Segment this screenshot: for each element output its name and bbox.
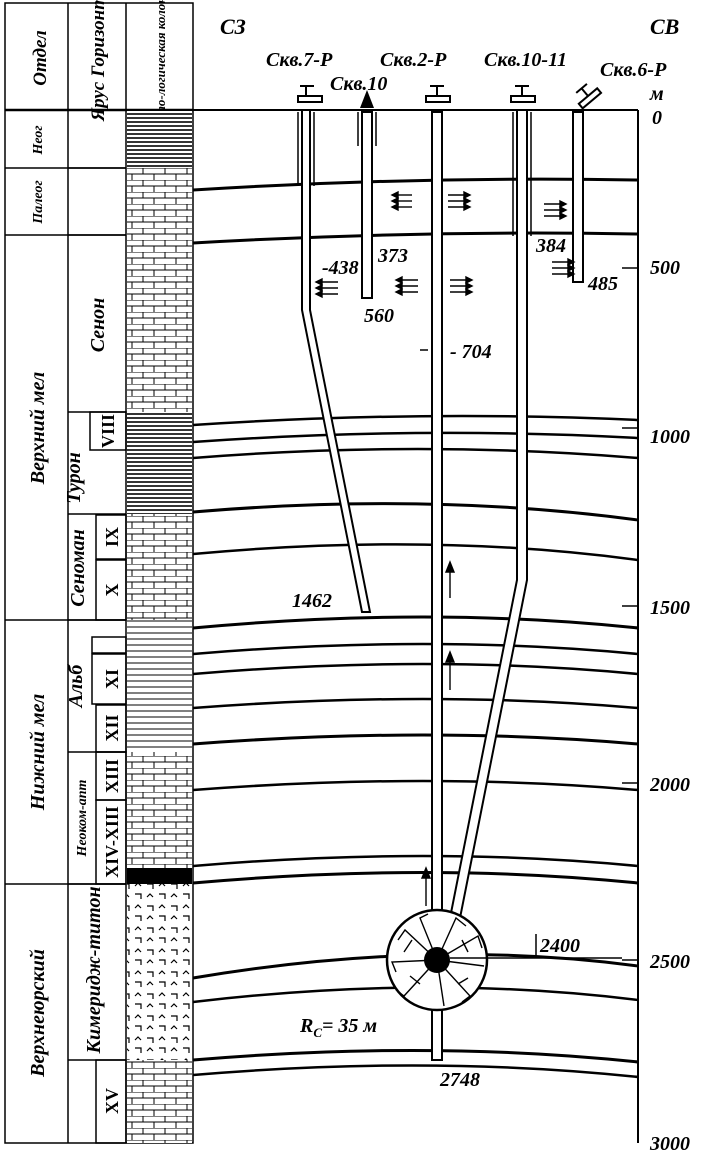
well-6p-name: Скв.6-Р: [600, 59, 667, 81]
well-10-11: [448, 85, 536, 919]
depth-tick-1500: 1500: [650, 597, 690, 619]
depth-tick-2500: 2500: [649, 951, 690, 973]
depth-scale: [622, 267, 638, 961]
direction-right: СВ: [650, 14, 679, 39]
well-6p-bottom: 485: [587, 273, 618, 295]
arrows-right-upper: [448, 190, 472, 212]
arrows-left-upper: [390, 190, 412, 212]
header-otdel: Отдел: [30, 30, 51, 86]
depth-tick-3000: 3000: [649, 1133, 690, 1155]
yarus-senoman: Сеноман: [67, 529, 89, 607]
well-10: [357, 90, 377, 299]
flow-arrows: [314, 190, 576, 906]
yarus-cells: [68, 167, 127, 1144]
well-6p: [572, 83, 603, 283]
depth-unit: м: [649, 83, 664, 105]
well-10-name: Скв.10: [330, 73, 387, 95]
depth-tick-0: 0: [652, 107, 662, 129]
arrows-right-lower: [450, 275, 474, 297]
horizon-xv: XV: [102, 1088, 122, 1114]
well-7p-mark: -438: [322, 257, 359, 279]
arrows-well6-lower: [552, 257, 576, 279]
horizon-xiii: XIII: [102, 759, 122, 793]
well-2p: [420, 85, 451, 1061]
otdel-paleog: Палеог: [31, 180, 46, 224]
well-10-mark: 373: [377, 245, 408, 267]
otdel-verkhniy-mel: Верхний мел: [27, 372, 49, 486]
fracture-zone: [385, 908, 489, 1012]
radius-label: RC= 35 м: [299, 1015, 377, 1040]
well-7p-name: Скв.7-Р: [266, 49, 333, 71]
yarus-alb: Альб: [65, 664, 87, 710]
horizon-xii: XII: [102, 714, 122, 741]
well-2p-bottom: 2748: [439, 1069, 480, 1091]
arrows-well6-upper: [544, 199, 568, 221]
arrows-left-lower: [314, 277, 338, 299]
header-lito: Лито-логическая колонка: [153, 0, 168, 133]
yarus-neokom-apt: Неоком-апт: [75, 779, 90, 857]
depth-tick-1000: 1000: [650, 426, 690, 448]
yarus-senon: Сенон: [87, 298, 109, 353]
well-7p: [297, 85, 372, 613]
arrows-mid-lower: [394, 275, 418, 297]
depth-tick-500: 500: [650, 257, 680, 279]
well-10-11-mark: 384: [535, 235, 566, 257]
well-10-bottom: 560: [364, 305, 394, 327]
header-yarus: Ярус Горизонт: [88, 0, 109, 122]
horizon-ix: IX: [102, 527, 122, 547]
well-7p-bottom: 1462: [292, 590, 332, 612]
horizon-xiv-xiii: XIV-XIII: [102, 806, 122, 878]
arrows-upward: [420, 560, 456, 906]
yarus-kimeridzh: Кимеридж-титон: [83, 886, 105, 1054]
contact-marker: [450, 934, 622, 959]
well-10-11-name: Скв.10-11: [484, 49, 567, 71]
horizon-x: X: [102, 584, 122, 597]
well-2p-mark: - 704: [450, 341, 492, 363]
lithology-column: [127, 111, 192, 1143]
otdel-nizhniy-mel: Нижний мел: [27, 694, 49, 811]
horizon-viii: VIII: [98, 414, 118, 448]
well-2p-name: Скв.2-Р: [380, 49, 447, 71]
contact-depth: 2400: [539, 935, 580, 957]
otdel-verkhneyurskiy: Верхнеюрский: [27, 949, 49, 1078]
direction-left: СЗ: [220, 14, 246, 39]
depth-tick-2000: 2000: [649, 774, 690, 796]
yarus-turon: Турон: [63, 452, 85, 503]
horizon-xi: XI: [102, 669, 122, 689]
otdel-neog: Неог: [31, 125, 46, 155]
